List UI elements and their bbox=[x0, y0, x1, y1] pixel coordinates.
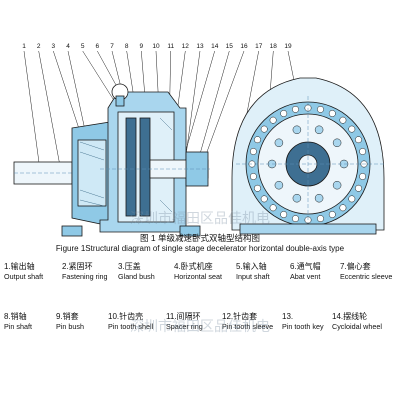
leader-line bbox=[203, 50, 245, 161]
leader-line bbox=[195, 50, 230, 169]
legend-item: 4.卧式机座 Horizontal seat bbox=[174, 262, 222, 281]
legend-item: 11.间隔环 Spacer ring bbox=[166, 312, 203, 331]
pin-bush bbox=[314, 193, 324, 203]
section-view bbox=[13, 83, 210, 237]
pin-tooth bbox=[269, 204, 277, 212]
legend-item: 14.摆线轮 Cycloidal wheel bbox=[332, 312, 382, 331]
pin-tooth bbox=[359, 148, 367, 155]
legend-item: 1.输出轴 Output shaft bbox=[4, 262, 44, 281]
pin-bush bbox=[314, 125, 324, 135]
pin-tooth bbox=[280, 211, 288, 218]
cycloidal-wheel bbox=[125, 117, 137, 217]
pin-bush bbox=[292, 125, 302, 135]
legend-item: 6.通气帽 Abat vent bbox=[290, 262, 321, 281]
pin-bush bbox=[332, 180, 342, 190]
callout-number: 9 bbox=[139, 43, 143, 50]
pin-tooth bbox=[249, 173, 257, 180]
callout-number: 15 bbox=[226, 43, 234, 50]
legend-item: 5.输入轴 Input shaft bbox=[236, 262, 270, 281]
pin-tooth bbox=[254, 136, 261, 144]
callout-number: 12 bbox=[182, 43, 190, 50]
pin-tooth bbox=[328, 211, 336, 218]
pin-bush bbox=[292, 193, 302, 203]
legend-item: 12.针齿套 Pin tooth sleeve bbox=[222, 312, 274, 331]
callout-number: 13 bbox=[196, 43, 204, 50]
pin-bush bbox=[274, 138, 284, 148]
leader-line bbox=[23, 50, 41, 171]
callout-number: 18 bbox=[270, 43, 278, 50]
pin-tooth bbox=[260, 125, 268, 133]
watermark-lower: 深圳市福田区品佳机电 bbox=[130, 319, 270, 335]
pin-tooth bbox=[280, 110, 288, 117]
pin-tooth-sleeves bbox=[248, 104, 368, 224]
pin-tooth bbox=[328, 110, 336, 117]
pin-tooth bbox=[359, 173, 367, 180]
callout-number: 19 bbox=[284, 43, 292, 50]
legend-item: 9.销套 Pin bush bbox=[56, 312, 84, 331]
callout-number: 7 bbox=[110, 43, 114, 50]
callout-number: 6 bbox=[95, 43, 99, 50]
pin-tooth bbox=[339, 116, 347, 124]
pin-bush bbox=[332, 138, 342, 148]
end-view bbox=[231, 77, 385, 235]
callout-number: 5 bbox=[81, 43, 85, 50]
legend-item: 7.偏心套 Eccentric sleeve bbox=[340, 262, 393, 281]
watermark-upper: 深圳市福田区品佳机电 bbox=[130, 211, 270, 227]
pin-tooth bbox=[269, 116, 277, 124]
pin-tooth bbox=[355, 136, 362, 144]
pin-bush bbox=[274, 180, 284, 190]
leader-line bbox=[38, 50, 61, 167]
base-foot bbox=[61, 225, 83, 237]
legend-item: 10.针齿壳 Pin tooth shell bbox=[108, 312, 154, 331]
callout-number: 10 bbox=[152, 43, 160, 50]
pin-tooth bbox=[292, 215, 299, 223]
legend-item: 13. Pin tooth key bbox=[282, 312, 324, 331]
callout-number: 3 bbox=[51, 43, 55, 50]
figure-caption-english: Figure 1Structural diagram of single sta… bbox=[55, 244, 345, 253]
callout-number: 16 bbox=[240, 43, 248, 50]
pin-tooth bbox=[339, 204, 347, 212]
pin-tooth bbox=[355, 184, 362, 192]
pin-tooth bbox=[260, 195, 268, 203]
callout-number: 2 bbox=[37, 43, 41, 50]
pin-tooth bbox=[348, 125, 356, 133]
parts-legend: 1.输出轴 Output shaft 2.紧固环 Fastening ring … bbox=[0, 262, 400, 362]
pin-tooth bbox=[317, 105, 324, 113]
callout-number: 4 bbox=[66, 43, 70, 50]
callout-number: 17 bbox=[255, 43, 263, 50]
legend-item: 8.销轴 Pin shaft bbox=[4, 312, 32, 331]
pin-tooth bbox=[317, 215, 324, 223]
pin-tooth bbox=[292, 105, 299, 113]
legend-item: 3.压盖 Gland bush bbox=[118, 262, 155, 281]
pin-tooth bbox=[254, 184, 261, 192]
callout-number: 1 bbox=[22, 43, 26, 50]
callout-number: 14 bbox=[211, 43, 219, 50]
callout-number: 11 bbox=[167, 43, 174, 50]
legend-item: 2.紧固环 Fastening ring bbox=[62, 262, 108, 281]
callout-number: 8 bbox=[125, 43, 129, 50]
figure-caption-chinese: 图 1 单级减速卧式双轴型结构图 bbox=[140, 233, 260, 243]
pin-tooth bbox=[348, 195, 356, 203]
pin-tooth bbox=[249, 148, 257, 155]
leader-line bbox=[185, 50, 215, 151]
